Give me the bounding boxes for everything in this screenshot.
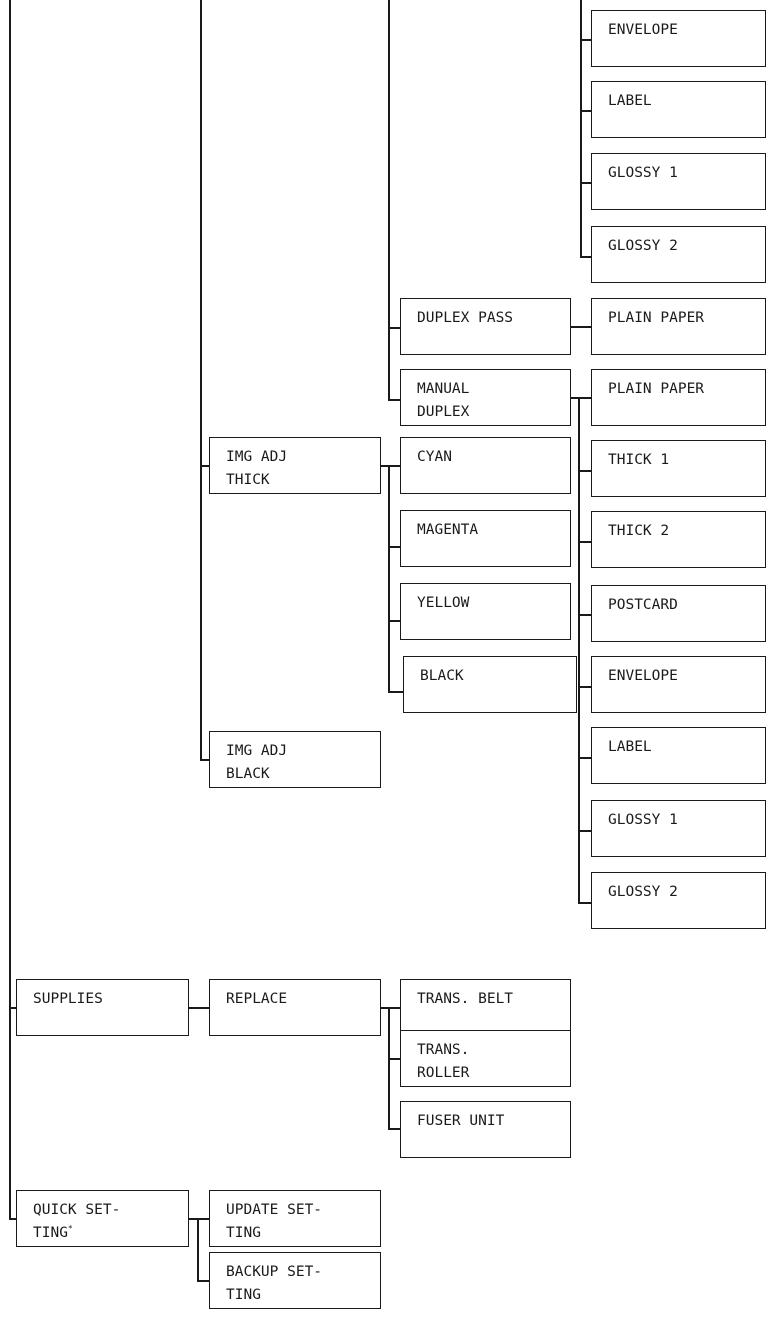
connector-manual-duplex-trunk [578, 397, 580, 903]
connector-img-adj-thick [200, 465, 209, 467]
connector-trans-belt [388, 1007, 400, 1009]
connector-manual-duplex [388, 399, 400, 401]
menu-item-fuser-unit: FUSER UNIT [400, 1101, 571, 1158]
connector-duplex-pass [388, 327, 400, 329]
menu-item-duplex-pass: DUPLEX PASS [400, 298, 571, 355]
connector-magenta [388, 546, 400, 548]
connector-glossy2-top [580, 256, 591, 258]
connector-trans-roller [388, 1058, 400, 1060]
connector-md-envelope [578, 686, 591, 688]
menu-item-trans-roller: TRANS. ROLLER [400, 1030, 571, 1087]
connector-md-label [578, 757, 591, 759]
menu-item-md-thick2: THICK 2 [591, 511, 766, 568]
menu-item-envelope-top: ENVELOPE [591, 10, 766, 67]
connector-label-top [580, 110, 591, 112]
menu-item-supplies: SUPPLIES [16, 979, 189, 1036]
connector-replace-out [381, 1007, 389, 1009]
connector-glossy1-top [580, 182, 591, 184]
menu-item-md-envelope: ENVELOPE [591, 656, 766, 713]
menu-item-replace: REPLACE [209, 979, 381, 1036]
menu-item-cyan: CYAN [400, 437, 571, 494]
connector-main-trunk [9, 0, 11, 1219]
connector-quick-out [189, 1218, 198, 1220]
connector-duplex-pass-plain [571, 326, 591, 328]
menu-item-duplex-pass-plain-paper: PLAIN PAPER [591, 298, 766, 355]
menu-item-yellow: YELLOW [400, 583, 571, 640]
connector-supplies-replace [189, 1007, 209, 1009]
connector-supplies [9, 1007, 16, 1009]
connector-cyan [388, 465, 400, 467]
menu-item-md-thick1: THICK 1 [591, 440, 766, 497]
menu-item-img-adj-black: IMG ADJ BLACK [209, 731, 381, 788]
connector-black [388, 691, 403, 693]
menu-item-magenta: MAGENTA [400, 510, 571, 567]
menu-item-md-label: LABEL [591, 727, 766, 784]
menu-item-black: BLACK [403, 656, 577, 713]
connector-envelope-top [580, 39, 591, 41]
connector-img-adj-black [200, 759, 209, 761]
connector-update-setting [197, 1218, 209, 1220]
quick-setting-label: QUICK SET- TING [33, 1202, 121, 1241]
connector-md-thick2 [578, 541, 591, 543]
menu-item-manual-duplex: MANUAL DUPLEX [400, 369, 571, 426]
menu-item-img-adj-thick: IMG ADJ THICK [209, 437, 381, 494]
menu-item-backup-setting: BACKUP SET- TING [209, 1252, 381, 1309]
connector-fuser-unit [388, 1128, 400, 1130]
menu-item-glossy1-top: GLOSSY 1 [591, 153, 766, 210]
connector-duplex-trunk [388, 0, 390, 400]
connector-backup-setting [197, 1280, 209, 1282]
connector-colors-trunk [388, 465, 390, 692]
connector-yellow [388, 620, 400, 622]
menu-item-quick-setting: QUICK SET- TING* [16, 1190, 189, 1247]
connector-md-thick1 [578, 470, 591, 472]
menu-item-md-postcard: POSTCARD [591, 585, 766, 642]
connector-md-postcard [578, 614, 591, 616]
menu-item-label-top: LABEL [591, 81, 766, 138]
connector-md-plain [578, 397, 591, 399]
connector-md-glossy2 [578, 902, 591, 904]
menu-item-md-plain-paper: PLAIN PAPER [591, 369, 766, 426]
menu-item-md-glossy1: GLOSSY 1 [591, 800, 766, 857]
menu-item-trans-belt: TRANS. BELT [400, 979, 571, 1036]
connector-quick-trunk [197, 1218, 199, 1281]
connector-quick-setting [9, 1218, 16, 1220]
connector-md-glossy1 [578, 830, 591, 832]
connector-replace-trunk [388, 1007, 390, 1129]
connector-img-adj-trunk [200, 0, 202, 760]
footnote-mark: * [67, 1224, 73, 1234]
connector-manual-duplex-out [571, 397, 580, 399]
menu-item-md-glossy2: GLOSSY 2 [591, 872, 766, 929]
menu-item-update-setting: UPDATE SET- TING [209, 1190, 381, 1247]
menu-item-glossy2-top: GLOSSY 2 [591, 226, 766, 283]
connector-img-thick-out [381, 465, 389, 467]
connector-paper-top-trunk [580, 0, 582, 257]
